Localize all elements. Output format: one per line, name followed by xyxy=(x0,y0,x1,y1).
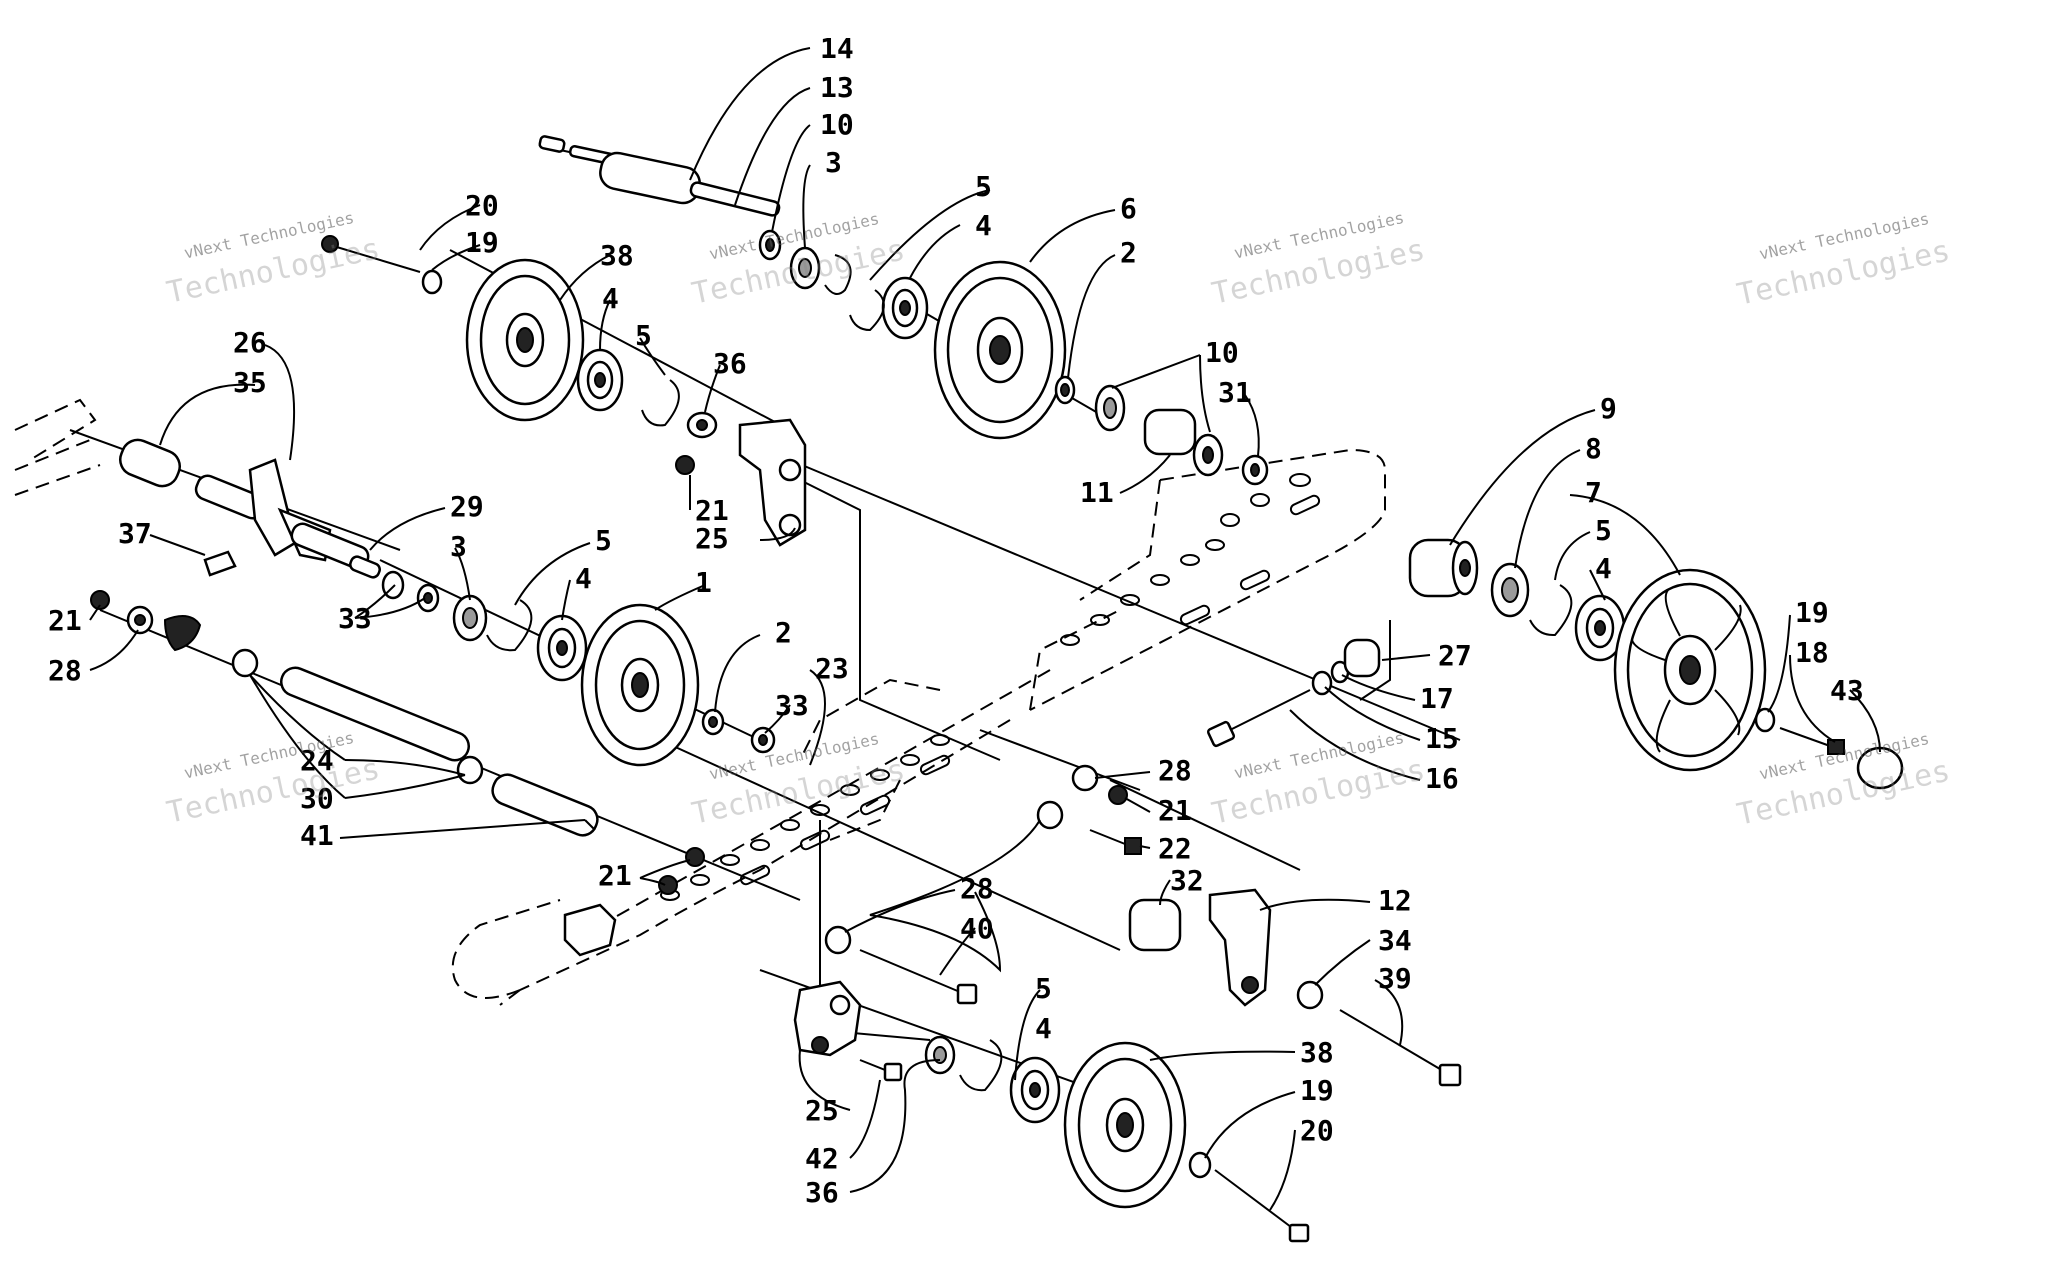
callout: 7 xyxy=(1585,476,1602,509)
rear-wheel-assembly xyxy=(1408,538,1767,772)
snap-ring-upper-left xyxy=(641,379,680,427)
callout: 32 xyxy=(1170,864,1204,897)
callout: 14 xyxy=(820,32,854,65)
callout: 2 xyxy=(775,616,792,649)
pivot-arm-25-lower xyxy=(793,980,903,1082)
callout: 28 xyxy=(48,654,82,687)
callout: 20 xyxy=(465,189,499,222)
rear-axle-bolt xyxy=(1754,707,1904,790)
callout: 39 xyxy=(1378,962,1412,995)
snap-ring-top xyxy=(849,289,885,332)
callout: 21 xyxy=(48,604,82,637)
callout: 9 xyxy=(1600,392,1617,425)
callout: 5 xyxy=(975,170,992,203)
callout: 38 xyxy=(1300,1036,1334,1069)
callout: 5 xyxy=(1595,514,1612,547)
callout: 4 xyxy=(975,209,992,242)
callout: 23 xyxy=(815,652,849,685)
callout: 29 xyxy=(450,490,484,523)
callout: 36 xyxy=(805,1176,839,1209)
bearing-left xyxy=(536,614,588,682)
idler-wheel-6 xyxy=(933,260,1067,440)
callout: 3 xyxy=(825,146,842,179)
callout: 5 xyxy=(595,524,612,557)
nuts-21-left xyxy=(658,847,705,895)
callout: 12 xyxy=(1378,884,1412,917)
callout: 25 xyxy=(695,522,729,555)
callout: 4 xyxy=(1595,552,1612,585)
callout: 34 xyxy=(1378,924,1412,957)
callout: 33 xyxy=(338,602,372,635)
rear-cross-shaft xyxy=(119,438,381,579)
callout: 11 xyxy=(1080,476,1114,509)
snap-ring-left xyxy=(486,599,533,652)
middle-fasteners xyxy=(1036,764,1142,855)
callout: 30 xyxy=(300,782,334,815)
callout: 37 xyxy=(118,517,152,550)
callout: 38 xyxy=(600,239,634,272)
bolt-20-upper xyxy=(321,235,443,295)
callout-labels: 14 13 10 3 5 4 6 2 20 19 38 4 5 36 10 31… xyxy=(48,32,1864,1209)
callout: 18 xyxy=(1795,636,1829,669)
callout: 5 xyxy=(1035,972,1052,1005)
callout: 20 xyxy=(1300,1114,1334,1147)
callout: 13 xyxy=(820,71,854,104)
idler-wheel-1 xyxy=(580,603,700,767)
callout: 4 xyxy=(1035,1012,1052,1045)
leader-lines xyxy=(89,47,1881,1211)
callout: 26 xyxy=(233,326,267,359)
callout: 33 xyxy=(775,689,809,722)
callout: 35 xyxy=(233,366,267,399)
callout: 2 xyxy=(1120,236,1137,269)
callout: 21 xyxy=(1158,794,1192,827)
callout: 4 xyxy=(602,282,619,315)
idler-wheel-38-upper xyxy=(465,258,585,422)
bearing-upper-left xyxy=(576,348,624,412)
rear-bolt-assembly xyxy=(1206,638,1381,748)
callout: 5 xyxy=(635,319,652,352)
spacers-2-33-left xyxy=(701,708,776,754)
slide-rail-frame xyxy=(14,398,1386,1006)
callout: 28 xyxy=(960,872,994,905)
upper-spacers xyxy=(758,229,852,295)
callout: 25 xyxy=(805,1094,839,1127)
callout: 22 xyxy=(1158,832,1192,865)
callout: 28 xyxy=(1158,754,1192,787)
callout: 16 xyxy=(1425,762,1459,795)
callout: 21 xyxy=(598,859,632,892)
pivot-arm-25-upper xyxy=(675,418,807,547)
idler-shaft xyxy=(538,135,781,217)
callout: 27 xyxy=(1438,639,1472,672)
idler-wheel-38-lower xyxy=(924,1035,1310,1243)
callout: 19 xyxy=(1795,596,1829,629)
callout: 4 xyxy=(575,562,592,595)
callout: 10 xyxy=(820,108,854,141)
spacer-3-left xyxy=(452,594,488,642)
washer-36-upper xyxy=(686,411,718,439)
callout: 36 xyxy=(713,347,747,380)
callout: 42 xyxy=(805,1142,839,1175)
callout: 6 xyxy=(1120,192,1137,225)
callout: 19 xyxy=(1300,1074,1334,1107)
callout: 24 xyxy=(300,744,334,777)
callout: 43 xyxy=(1830,674,1864,707)
callout: 3 xyxy=(450,530,467,563)
callout: 10 xyxy=(1205,336,1239,369)
front-pivot-assembly xyxy=(1128,888,1462,1087)
callout: 40 xyxy=(960,912,994,945)
callout: 8 xyxy=(1585,432,1602,465)
callout: 31 xyxy=(1218,376,1252,409)
callout: 19 xyxy=(465,226,499,259)
bearing-top xyxy=(881,276,929,340)
callout: 15 xyxy=(1425,722,1459,755)
callout: 17 xyxy=(1420,682,1454,715)
callout: 1 xyxy=(695,566,712,599)
callout: 41 xyxy=(300,819,334,852)
bolt-40-assembly xyxy=(824,925,978,1005)
callout: 21 xyxy=(695,494,729,527)
spacers-right-upper xyxy=(1054,375,1269,486)
